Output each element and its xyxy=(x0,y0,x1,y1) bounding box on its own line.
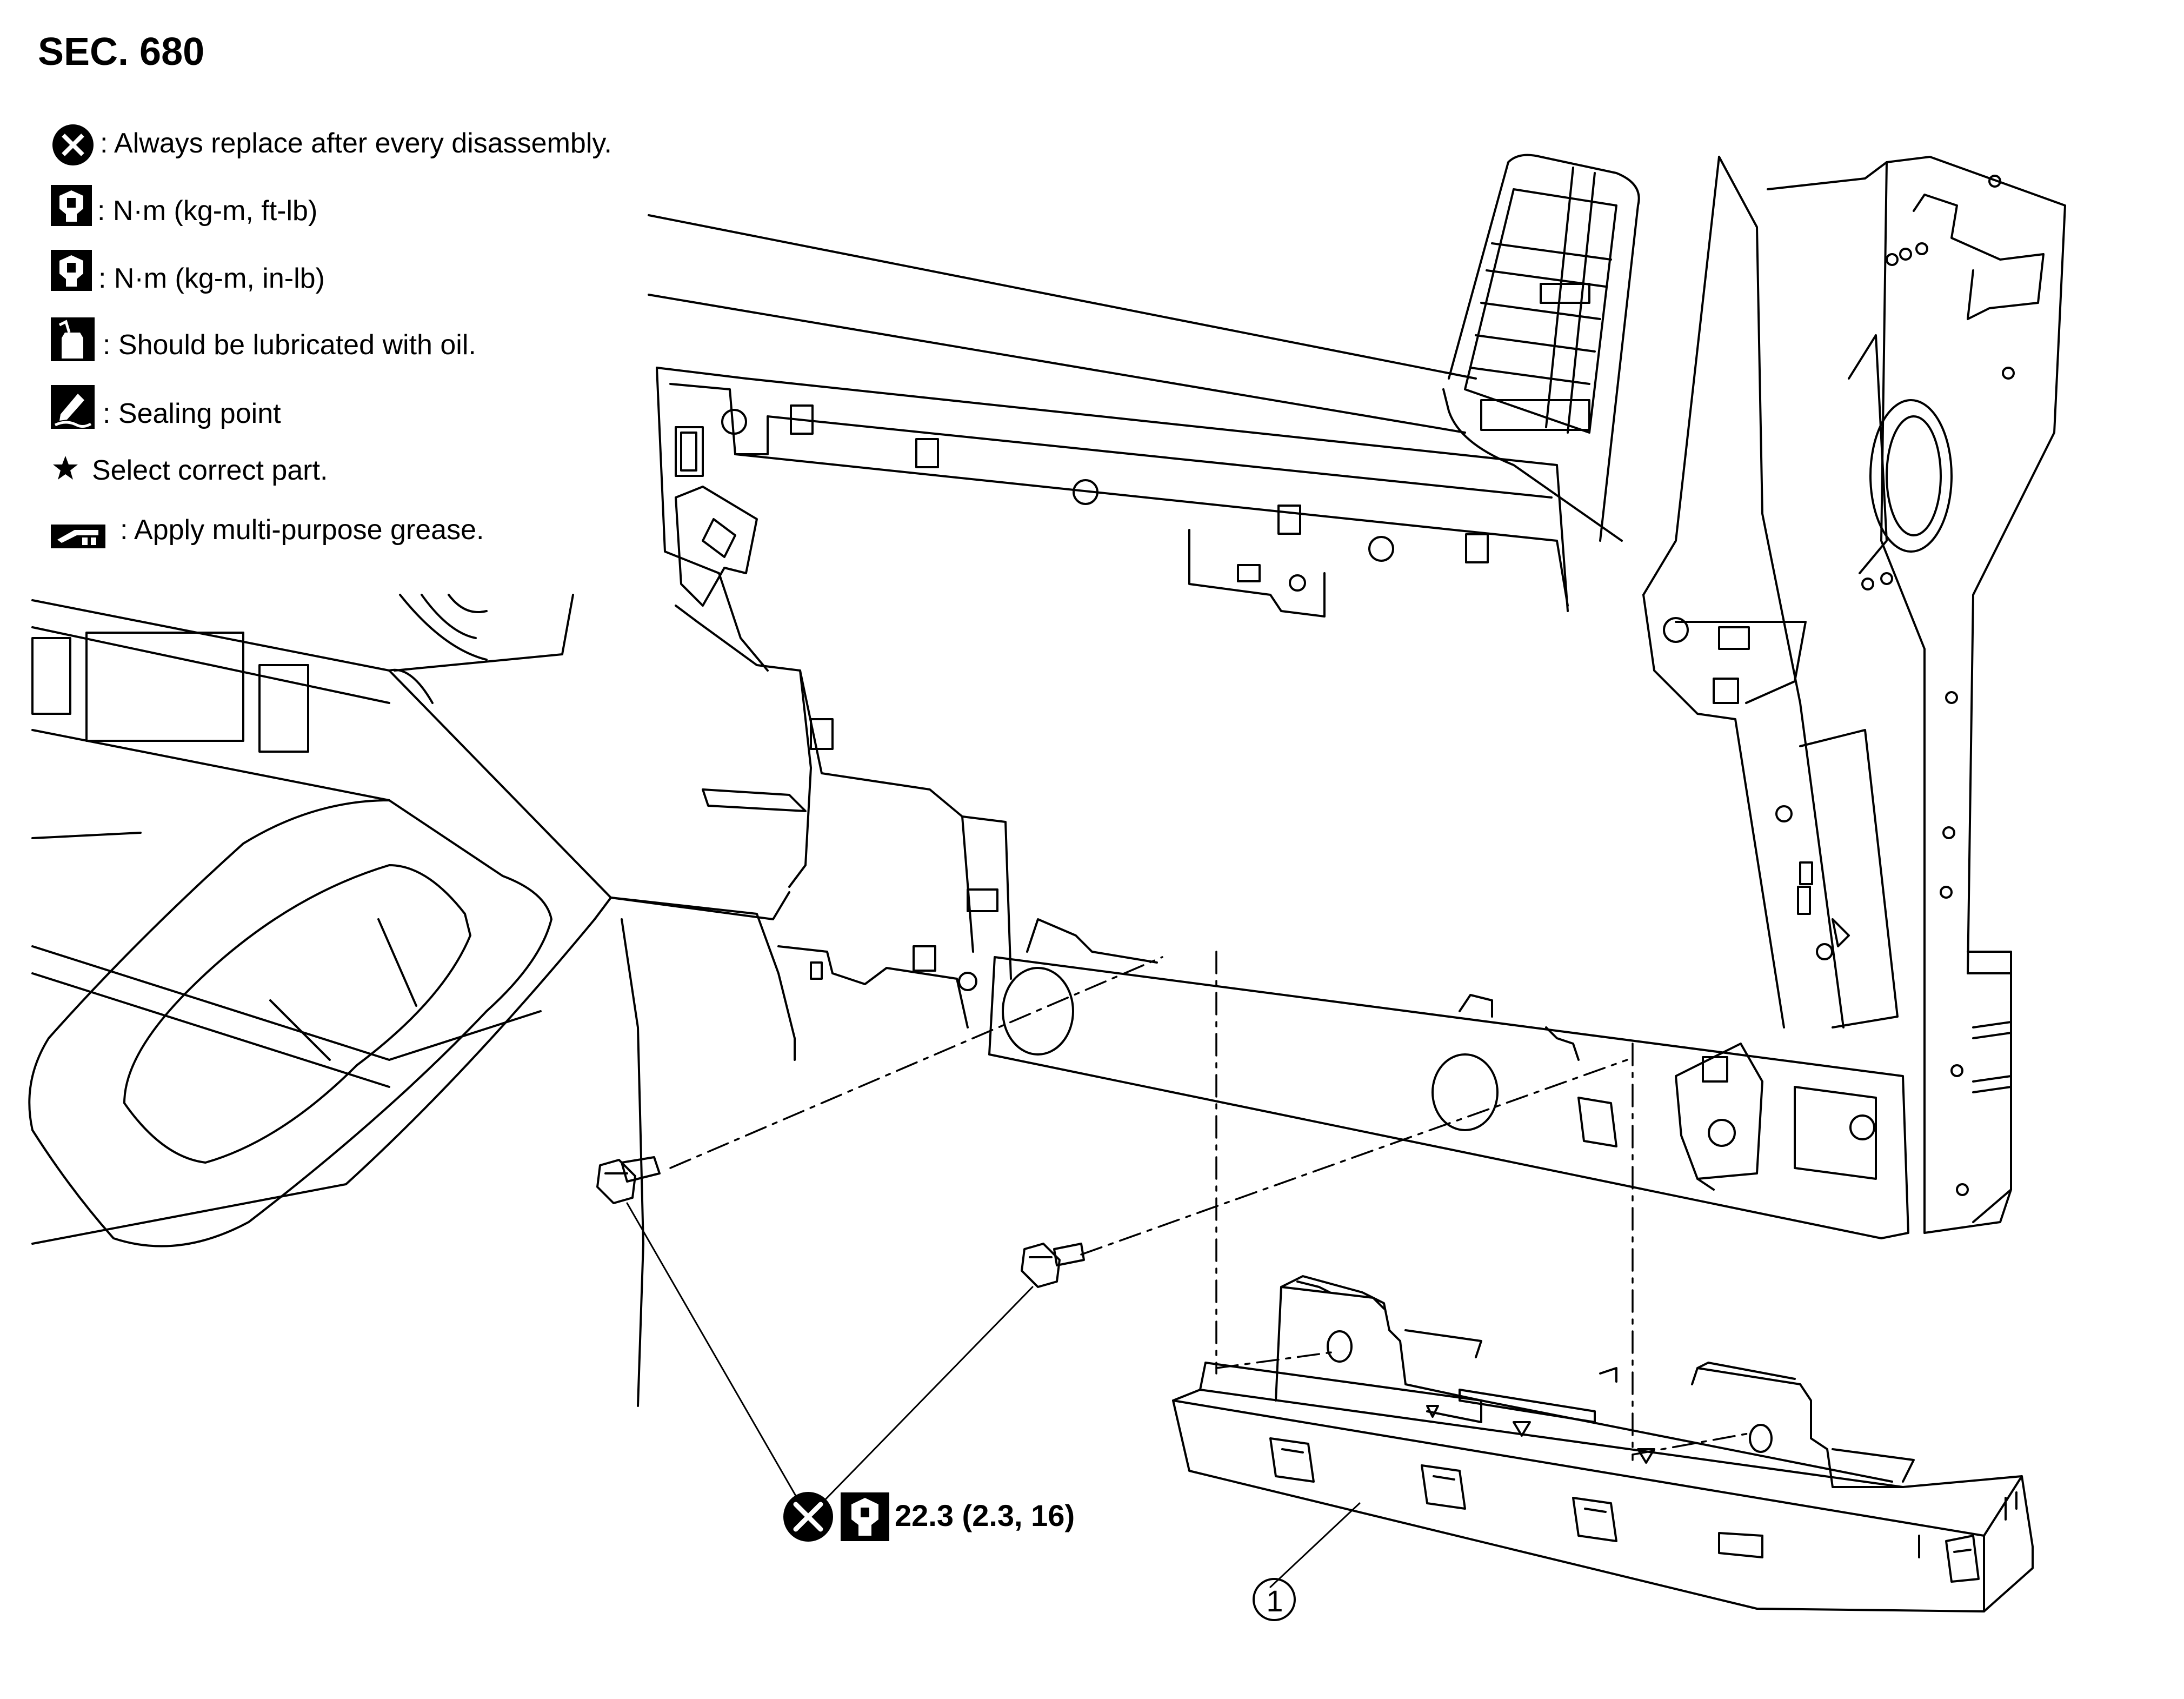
bolt-lower xyxy=(1021,1243,1085,1288)
left-lower-support xyxy=(610,897,977,1407)
component-1 xyxy=(1172,1275,2034,1612)
replace-icon xyxy=(52,124,94,165)
legend-star-text: Select correct part. xyxy=(92,455,328,486)
callout-1-leader xyxy=(1269,1502,1361,1588)
legend-torque-ftlb-text: : N·m (kg-m, ft-lb) xyxy=(97,195,318,227)
oil-icon xyxy=(51,317,95,361)
replace-icon-label xyxy=(783,1492,833,1542)
star-icon xyxy=(53,456,78,480)
grease-icon xyxy=(51,525,105,548)
section-title: SEC. 680 xyxy=(38,30,205,74)
legend-oil-text: : Should be lubricated with oil. xyxy=(103,329,476,361)
legend-grease-text: : Apply multi-purpose grease. xyxy=(120,514,484,546)
bolt-leader-lines xyxy=(626,1202,1034,1504)
right-lower-bracket xyxy=(1642,594,1899,1028)
upper-bracket xyxy=(656,367,1689,672)
legend-replace-text: : Always replace after every disassembly… xyxy=(100,128,612,159)
legend-sealing-text: : Sealing point xyxy=(103,398,281,429)
bolt-upper-left xyxy=(596,1156,661,1204)
torque-wrench-icon-label xyxy=(841,1492,889,1541)
alignment-lines xyxy=(669,951,1753,1461)
torque-spec-label: 22.3 (2.3, 16) xyxy=(895,1498,1075,1532)
torque-inlb-icon xyxy=(51,250,92,291)
dashboard-top-edge xyxy=(648,214,1477,434)
callout-1-number: 1 xyxy=(1266,1583,1283,1618)
left-dashboard-panel xyxy=(31,594,790,1245)
sealing-icon xyxy=(51,385,95,429)
torque-ftlb-icon xyxy=(51,185,92,226)
left-bracket xyxy=(675,486,1012,980)
center-vent xyxy=(1442,154,1640,542)
right-frame xyxy=(1642,156,2066,1234)
left-vent xyxy=(28,799,552,1247)
legend-torque-inlb-text: : N·m (kg-m, in-lb) xyxy=(98,263,325,294)
callout-1-circle xyxy=(1253,1578,1296,1621)
lower-crossmember xyxy=(988,918,1909,1239)
